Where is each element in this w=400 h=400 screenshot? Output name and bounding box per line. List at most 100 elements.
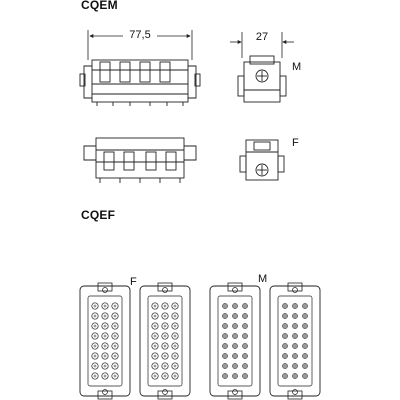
male-face-2-contact xyxy=(282,333,288,339)
male-face-marker: M xyxy=(258,273,267,285)
female-face-2-contact xyxy=(161,352,169,360)
female-face-1-contact xyxy=(91,342,99,350)
female-face-1-contact-pin xyxy=(103,354,107,358)
male-insert-side-view xyxy=(79,59,201,106)
male-face-1-contact xyxy=(222,303,228,309)
female-face-1-contact-pin xyxy=(113,334,117,338)
female-face-1-contact-pin xyxy=(93,374,97,378)
female-face-1-contact-pin xyxy=(113,344,117,348)
female-face-2-contact xyxy=(161,312,169,320)
female-face-2-contact-pin xyxy=(153,304,157,308)
female-face-1-contact xyxy=(91,332,99,340)
female-face-1-contact xyxy=(101,312,109,320)
female-face-2-contact-pin xyxy=(173,354,177,358)
male-face-2-contact xyxy=(292,333,298,339)
female-face-2-contact-pin xyxy=(173,334,177,338)
depth-dimension-label: 27 xyxy=(256,31,268,43)
section-title-cqef: CQEF xyxy=(81,208,116,222)
male-face-1-inner xyxy=(217,295,253,387)
female-face-1-contact xyxy=(91,302,99,310)
female-face-2-contact xyxy=(171,322,179,330)
male-face-1-contact xyxy=(242,343,248,349)
female-face-1-contact xyxy=(101,352,109,360)
female-face-1-contact xyxy=(111,372,119,380)
male-face-2-contact xyxy=(292,313,298,319)
male-face-1-contact xyxy=(222,323,228,329)
male-face-2-contact xyxy=(282,373,288,379)
female-face-2-contact-pin xyxy=(163,324,167,328)
female-face-2-contact xyxy=(151,332,159,340)
female-face-1-bottom-screw xyxy=(102,389,108,395)
male-face-1-contact xyxy=(222,353,228,359)
male-face-2-contact xyxy=(282,323,288,329)
female-face-1-top-latch xyxy=(97,282,113,292)
male-face-2-top-screw xyxy=(292,287,298,293)
female-face-2-contact xyxy=(171,372,179,380)
female-face-2-contact xyxy=(151,302,159,310)
female-face-2-bottom-screw xyxy=(162,389,168,395)
male-face-2-contact xyxy=(302,313,308,319)
male-face-2-outline xyxy=(269,285,321,397)
female-face-2-contact xyxy=(151,362,159,370)
female-face-1-contact-pin xyxy=(93,334,97,338)
female-face-1-contact xyxy=(91,352,99,360)
male-face-2-contact xyxy=(292,303,298,309)
male-face-2-contact xyxy=(302,363,308,369)
male-face-1-contact xyxy=(242,333,248,339)
female-face-1-contact xyxy=(91,362,99,370)
male-face-1-top-latch xyxy=(227,282,243,292)
female-face-1-contact-pin xyxy=(103,314,107,318)
male-face-1-contact xyxy=(232,303,238,309)
female-face-2-contact-pin xyxy=(163,354,167,358)
male-face-2-contact xyxy=(292,323,298,329)
female-face-1-contact xyxy=(91,322,99,330)
female-face-2-contact xyxy=(151,342,159,350)
female-face-2-contact xyxy=(171,352,179,360)
female-face-2-contact-pin xyxy=(173,304,177,308)
female-face-2-contact-pin xyxy=(163,364,167,368)
female-face-1-contact-pin xyxy=(103,324,107,328)
male-face-2-contact xyxy=(302,343,308,349)
female-face-2-contact xyxy=(161,362,169,370)
female-face-2-contact xyxy=(171,332,179,340)
female-face-2-contact-pin xyxy=(153,374,157,378)
female-view-marker: F xyxy=(292,137,299,149)
male-face-2-contact xyxy=(302,333,308,339)
male-face-2-contact xyxy=(302,323,308,329)
male-face-2-contact xyxy=(282,353,288,359)
male-face-1-contact xyxy=(232,313,238,319)
male-face-1-contact xyxy=(242,323,248,329)
female-insert-end-view xyxy=(239,139,285,181)
male-face-1-contact xyxy=(222,313,228,319)
female-face-2-contact xyxy=(171,362,179,370)
male-face-2-contact xyxy=(282,313,288,319)
female-face-2-contact xyxy=(151,372,159,380)
female-face-2-contact-pin xyxy=(173,344,177,348)
female-face-2-contact-pin xyxy=(173,364,177,368)
male-view-marker: M xyxy=(292,61,301,73)
female-face-2-contact xyxy=(151,352,159,360)
section-title-cqem: CQEM xyxy=(81,0,118,12)
female-face-2-contact xyxy=(171,302,179,310)
female-face-2-contact xyxy=(151,322,159,330)
female-face-1-contact xyxy=(101,302,109,310)
female-face-1-contact-pin xyxy=(93,354,97,358)
female-face-2-contact-pin xyxy=(153,344,157,348)
male-face-1-contact xyxy=(232,323,238,329)
female-face-1-contact xyxy=(101,362,109,370)
male-face-1-contact xyxy=(232,343,238,349)
male-face-2-inner xyxy=(277,295,313,387)
female-face-1-inner xyxy=(87,295,123,387)
male-face-1-top-screw xyxy=(232,287,238,293)
female-face-1-contact-pin xyxy=(113,354,117,358)
male-face-1-contact xyxy=(232,353,238,359)
female-face-1-contact-pin xyxy=(93,304,97,308)
female-face-1-contact xyxy=(111,352,119,360)
male-face-2-contact xyxy=(292,373,298,379)
female-face-2-top-latch xyxy=(157,282,173,292)
male-face-1-contact xyxy=(222,343,228,349)
female-face-2-contact xyxy=(161,322,169,330)
female-face-1-contact xyxy=(111,362,119,370)
female-face-2-contact xyxy=(171,342,179,350)
